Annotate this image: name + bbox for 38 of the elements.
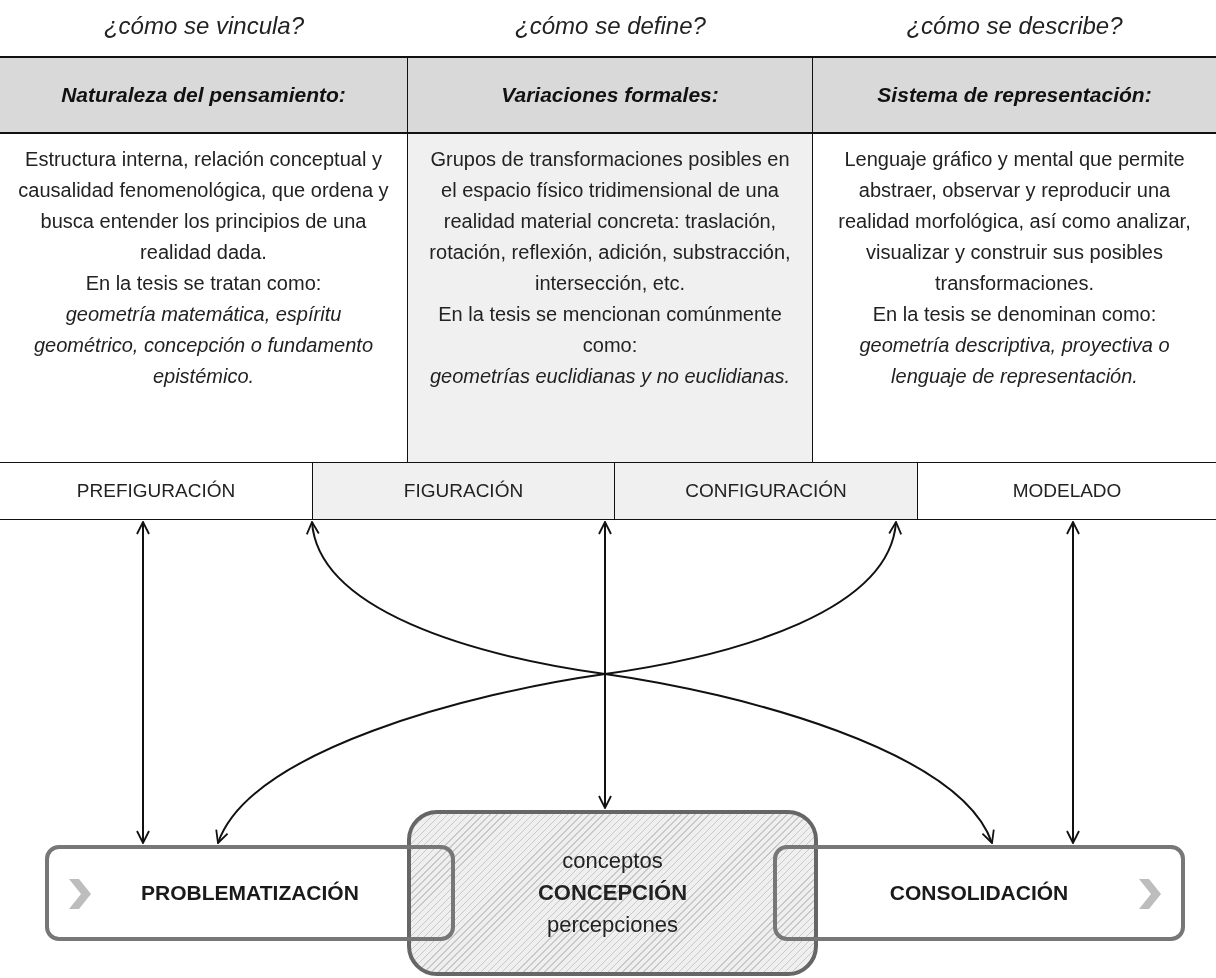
stage-label: PREFIGURACIÓN	[76, 480, 236, 502]
stage-cell	[918, 462, 1216, 520]
column-text: Lenguaje gráfico y mental que permite abstraer, observar y reproducir una realidad morfológica, así como analizar, visualizar y construir sus posibles transformaciones.	[837, 147, 1192, 296]
table-column	[0, 56, 408, 462]
hatched-rounded-box	[407, 810, 818, 976]
double-arrow	[307, 521, 993, 844]
column-text: En la tesis se denominan como:	[871, 302, 1158, 327]
stage-cell	[615, 462, 918, 520]
box-label: CONCEPCIÓN	[537, 879, 688, 908]
column-header: Sistema de representación:	[813, 58, 1216, 134]
column-text: geometría matemática, espíritu geométrico, concepción o fundamento epistémico.	[32, 302, 375, 389]
box-label: percepciones	[547, 910, 678, 939]
double-arrow	[1066, 521, 1080, 844]
double-arrow	[217, 521, 901, 844]
column-text: geometrías euclidianas y no euclidianas.	[428, 364, 792, 389]
double-arrow	[136, 521, 150, 844]
column-text: Estructura interna, relación conceptual y causalidad fenomenológica, que ordena y busca entender los principios de una realidad dada.	[17, 147, 390, 265]
column-text: geometría descriptiva, proyectiva o lenguaje de representación.	[858, 333, 1171, 389]
column-header: Naturaleza del pensamiento:	[0, 58, 407, 134]
box-label: PROBLEMATIZACIÓN	[141, 881, 359, 905]
column-text: En la tesis se tratan como:	[84, 271, 323, 296]
table-column	[408, 56, 813, 462]
stage-label: MODELADO	[1012, 480, 1122, 502]
stage-cell	[0, 462, 313, 520]
column-question: ¿cómo se define?	[514, 12, 707, 40]
rounded-box	[773, 845, 1185, 941]
stage-label: FIGURACIÓN	[403, 480, 524, 502]
column-question: ¿cómo se vincula?	[102, 12, 306, 40]
double-arrow	[598, 521, 612, 809]
column-text: Grupos de transformaciones posibles en el espacio físico tridimensional de una realidad material concreta: traslación, rotación, reflexión, adición, substracción, intersección, etc.	[428, 147, 792, 296]
column-text: En la tesis se mencionan comúnmente como:	[437, 302, 783, 358]
stage-cell	[313, 462, 615, 520]
column-header: Variaciones formales:	[408, 58, 812, 134]
stage-label: CONFIGURACIÓN	[685, 480, 847, 502]
box-label: conceptos	[562, 847, 663, 876]
box-label: CONSOLIDACIÓN	[889, 881, 1069, 905]
column-question: ¿cómo se describe?	[905, 12, 1124, 40]
rounded-box	[45, 845, 455, 941]
